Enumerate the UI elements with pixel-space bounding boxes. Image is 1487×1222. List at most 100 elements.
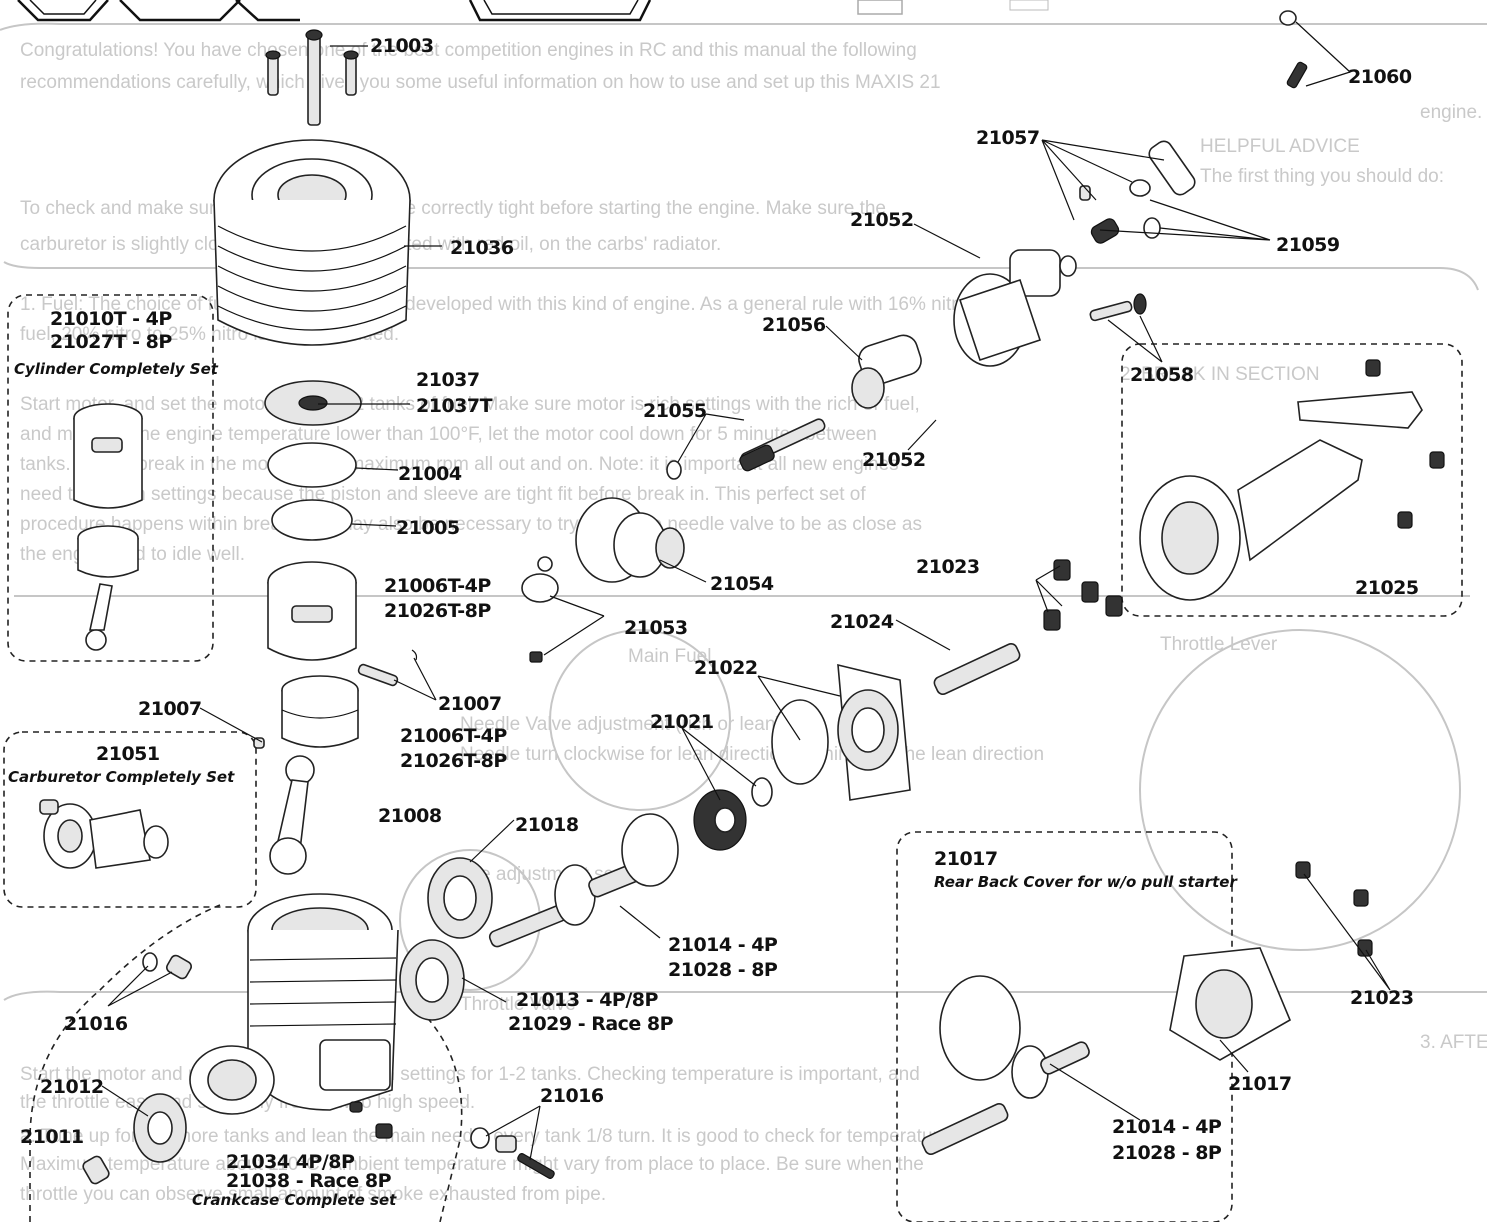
screw-21058 [1089,300,1133,322]
part-label-21016b: 21016 [540,1085,604,1107]
screw-21016b [517,1153,555,1179]
part-label-21006t: 21006T-4P [384,575,491,597]
background-text-line: 2. BREAK IN SECTION [1120,364,1320,385]
sleeve-21016a [166,954,192,980]
background-text-line: recommendations carefully, which gives y… [20,72,941,93]
part-label-21023b: 21023 [1350,987,1414,1009]
part-label-21003: 21003 [370,35,434,57]
background-text-line: need to be rich settings because the pis… [20,484,866,505]
sleeve-21016b [495,1135,517,1153]
clip-21007 [253,737,265,749]
front-bearing-21018-inner [443,875,477,921]
background-text-line: Main Fuel [628,646,711,667]
background-text-line: Start motor, and set the motor run for 1… [20,394,920,415]
part-label-21025: 21025 [1355,577,1419,599]
part-label-21034: 21034 4P/8P [226,1151,355,1173]
background-text-line: The first thing you should do: [1200,166,1444,187]
part-label-21028a: 21028 - 8P [668,959,778,981]
part-label-21006t2: 21006T-4P [400,725,507,747]
part-label-21024: 21024 [830,611,894,633]
part-label-21027t: 21027T - 8P [50,331,172,353]
cylinder-set-box [7,294,214,662]
part-label-21010t: 21010T - 4P [50,308,172,330]
part-label-21057: 21057 [976,127,1040,149]
carburetor-set-label: Carburetor Completely Set [8,768,235,786]
part-label-21017b: 21017 [1228,1073,1292,1095]
part-label-21022: 21022 [694,657,758,679]
part-label-21058: 21058 [1130,364,1194,386]
part-label-21059: 21059 [1276,234,1340,256]
part-label-21052a: 21052 [850,209,914,231]
pull-starter-box [1121,343,1463,617]
part-label-21055: 21055 [643,400,707,422]
high-speed-needle [1079,10,1308,244]
starter-screws [1043,559,1123,631]
crankshaft [488,813,679,948]
part-label-21016a: 21016 [64,1013,128,1035]
background-text-line: Throttle Valve [460,994,576,1015]
backplate-gasket [771,699,829,785]
background-text-line: HELPFUL ADVICE [1200,136,1360,157]
part-label-21037: 21037 [416,369,480,391]
background-text-line: engine. [1420,102,1482,123]
bearing-21012-inner [147,1111,173,1145]
cylinder-head [213,139,411,346]
part-label-21054: 21054 [710,573,774,595]
backplate [837,663,911,801]
background-text-line: Maximum temperature about 110°C. Ambient… [20,1154,924,1175]
background-text-line: Throttle Lever [1160,634,1278,655]
part-label-21028b: 21028 - 8P [1112,1142,1222,1164]
crankcase [189,893,399,1115]
part-label-21007a: 21007 [138,698,202,720]
background-text-line: Congratulations! You have chosen one of … [20,40,917,61]
part-label-21060: 21060 [1348,66,1412,88]
washer-21016a [142,952,158,972]
part-label-21053: 21053 [624,617,688,639]
background-text-line: procedure happens within break in. It ma… [20,514,922,535]
stud-21016 [349,1101,363,1113]
background-text-line: throttle you can observe small amount of… [20,1184,606,1205]
part-label-21012: 21012 [40,1076,104,1098]
carburetor-body [851,249,1061,409]
part-label-21008: 21008 [378,805,442,827]
crankcase-set-outline-left [29,904,221,1222]
washer-21016b [470,1127,490,1149]
set-labels: Cylinder Completely Set Carburetor Compl… [8,360,1238,1209]
head-gasket-21004 [267,442,357,488]
head-screws [265,29,359,126]
cylinder-set-drawing [73,403,143,651]
o-ring-21055 [666,460,682,480]
washer-21052a [1059,255,1077,277]
combustion-button [264,380,362,426]
part-label-21004: 21004 [398,463,462,485]
part-label-21023a: 21023 [916,556,980,578]
pin-clip [411,649,418,661]
part-label-21014b: 21014 - 4P [1112,1116,1222,1138]
part-label-21017: 21017 [934,848,998,870]
part-label-21021: 21021 [650,711,714,733]
rear-bearing-21013-inner [415,957,449,1003]
background-text-line: To check and make sure that all the scre… [20,198,886,219]
starter-gear [693,789,747,851]
part-label-21026t2: 21026T-8P [400,750,507,772]
rear-cover-set-box [896,831,1233,1222]
part-label-21036: 21036 [450,237,514,259]
crankcase-set-label: Crankcase Complete set [192,1191,397,1209]
background-text-line: and maintain the engine temperature lowe… [20,424,877,445]
part-label-21007b: 21007 [438,693,502,715]
nut-21011 [82,1155,110,1185]
connecting-rod [269,755,315,875]
washer-21021 [751,777,773,807]
part-label-21011: 21011 [20,1126,84,1148]
part-label-21013: 21013 - 4P/8P [516,989,659,1011]
background-text-line: 3. AFTER BREAK IN [1420,1032,1487,1053]
starter-shaft [933,642,1021,696]
part-label-21038: 21038 - Race 8P [226,1170,392,1192]
needle-valve-21055 [739,418,826,472]
part-label-21037t: 21037T [416,395,493,417]
part-labels: 2100321060210572105221059210362105621058… [20,35,1419,1192]
part-label-21026t: 21026T-8P [384,600,491,622]
wrist-pin [357,663,399,687]
